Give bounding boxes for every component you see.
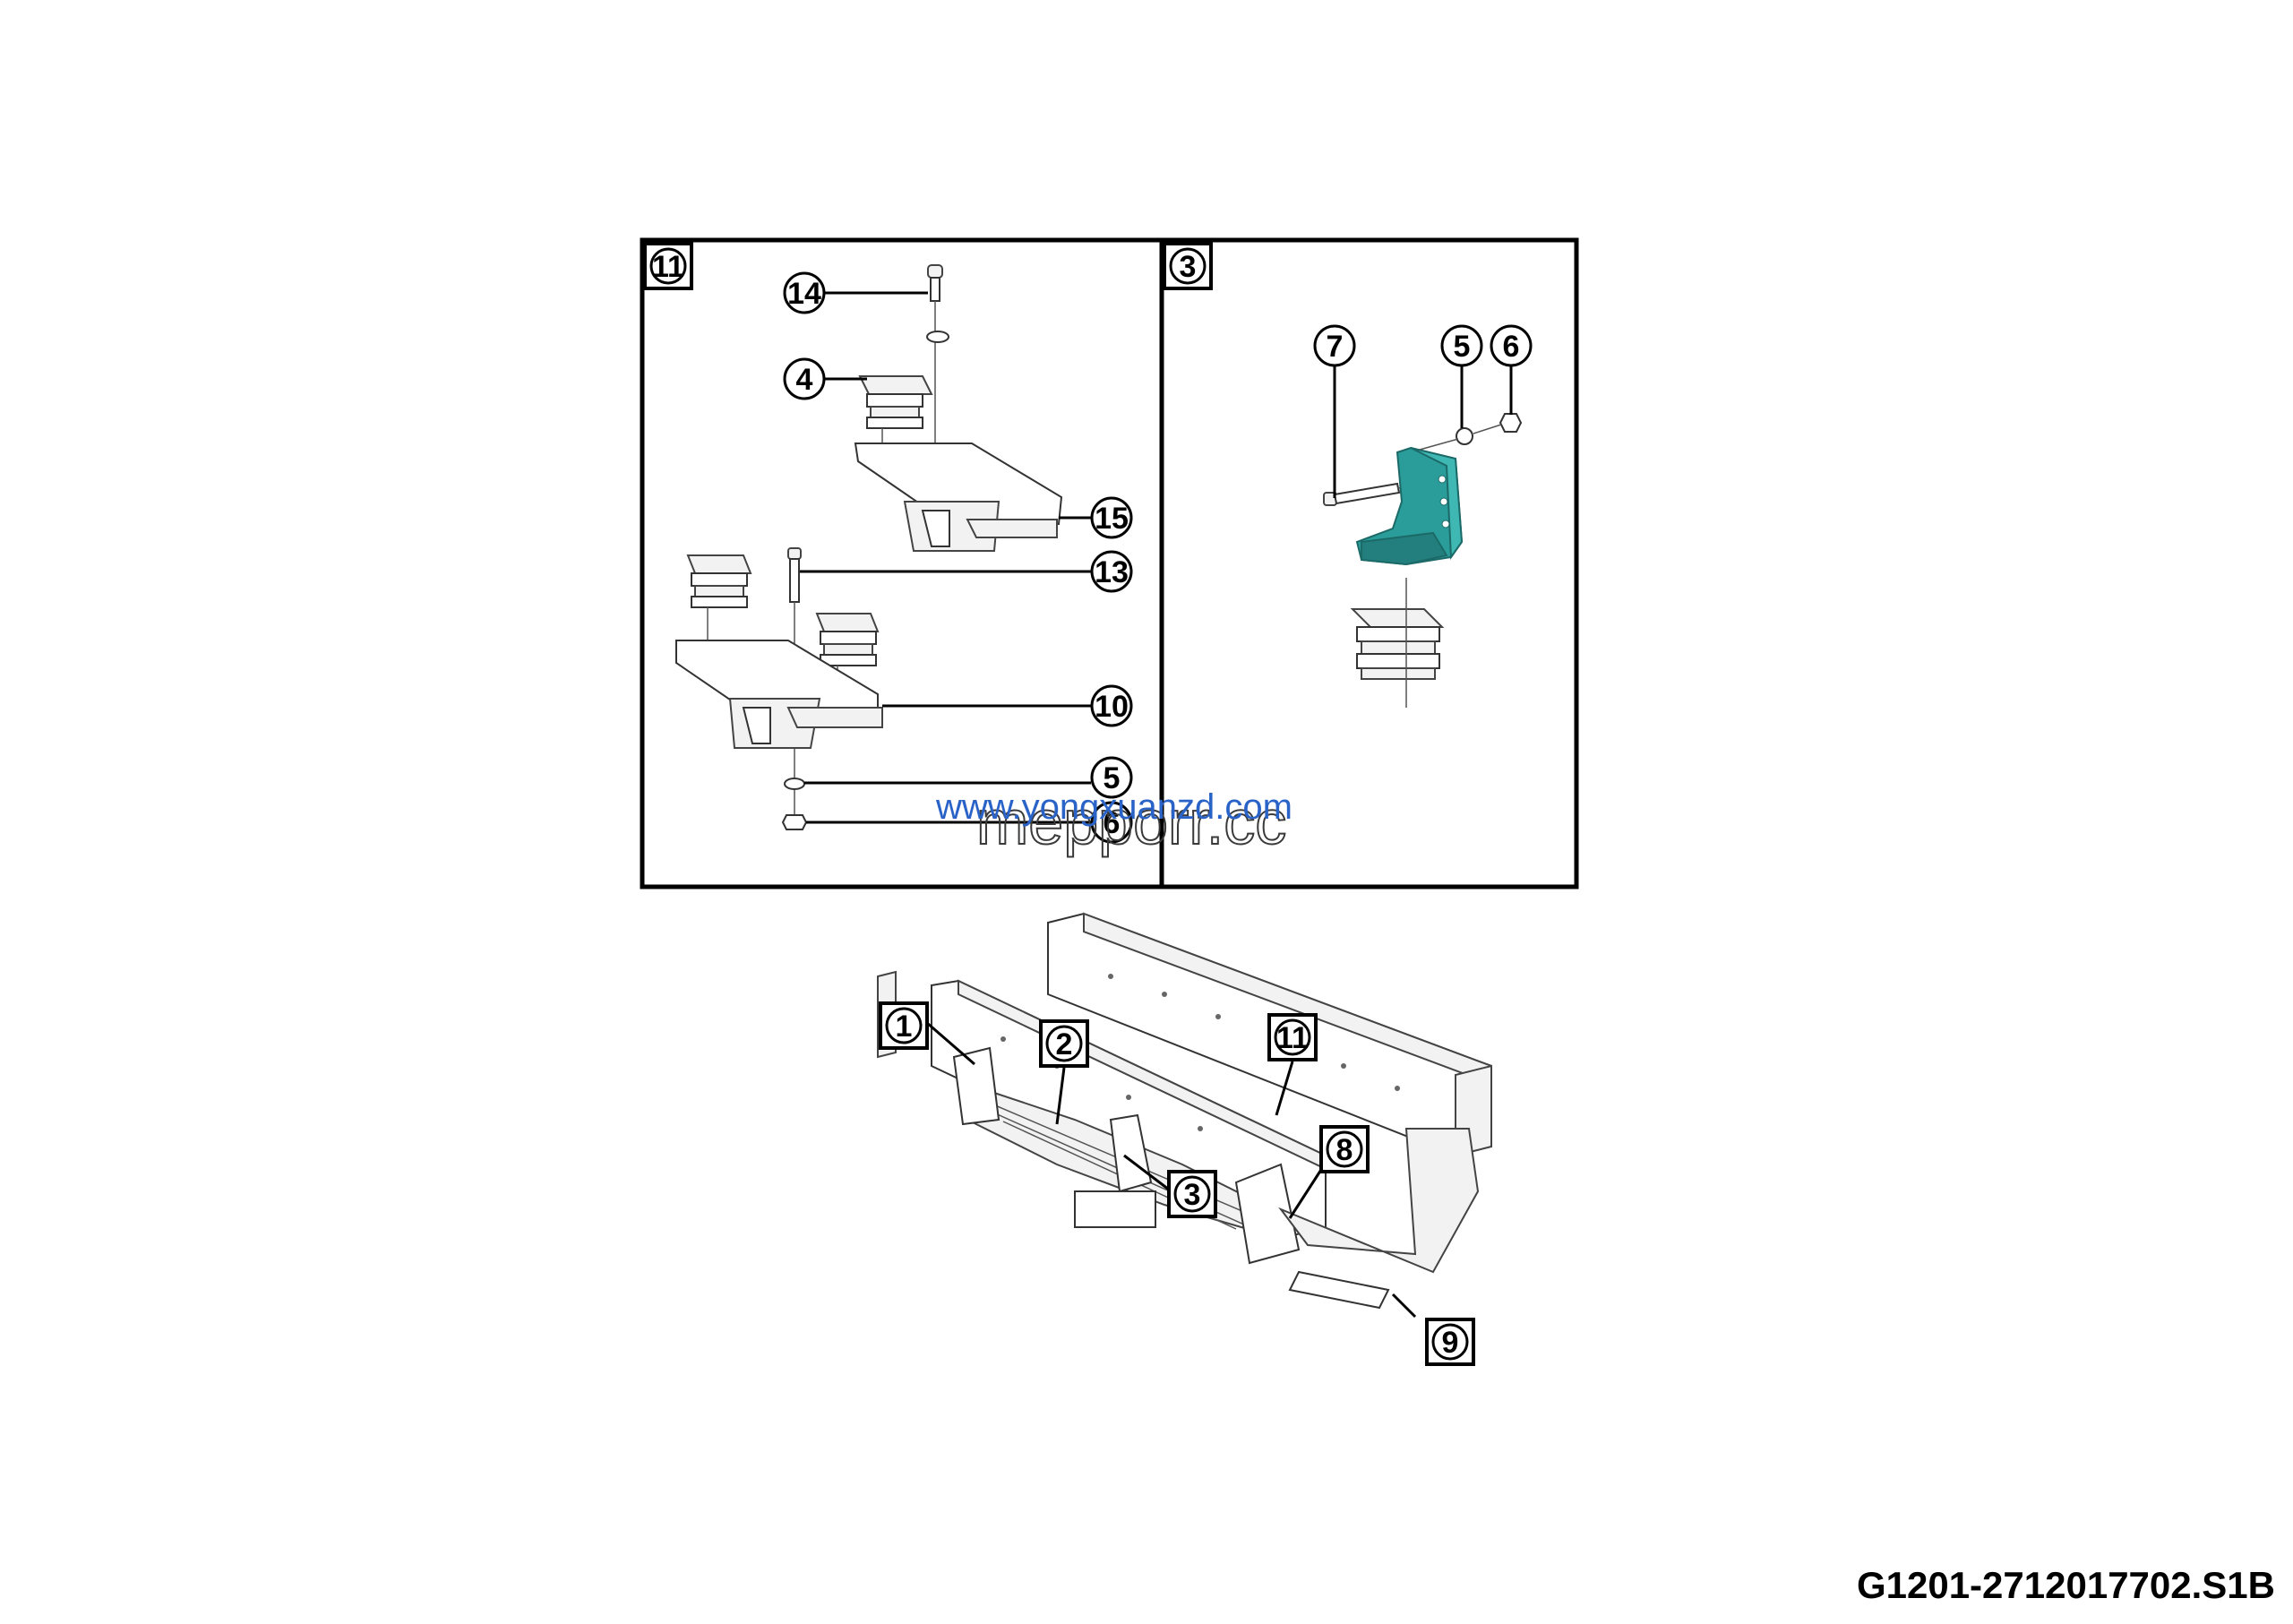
callout-14: 14	[783, 271, 826, 314]
document-code: G1201-2712017702.S1B	[1856, 1564, 2275, 1606]
callout-assembly-9: 9	[1425, 1318, 1475, 1366]
highlighted-bracket	[1355, 446, 1464, 566]
svg-text:7: 7	[1327, 330, 1344, 364]
svg-text:11: 11	[652, 250, 684, 284]
svg-text:3: 3	[1180, 250, 1197, 284]
svg-text:6: 6	[1503, 330, 1520, 364]
svg-text:13: 13	[1095, 555, 1129, 589]
svg-text:10: 10	[1095, 690, 1129, 724]
callout-assembly-1: 1	[879, 1001, 929, 1050]
callout-10: 10	[1090, 684, 1133, 727]
callout-5-left: 5	[1090, 756, 1133, 799]
upper-mount-bracket	[854, 443, 1063, 552]
svg-text:5: 5	[1454, 330, 1471, 364]
callout-assembly-2: 2	[1039, 1019, 1089, 1068]
callout-15: 15	[1090, 496, 1133, 539]
callout-5-right: 5	[1440, 324, 1483, 367]
panel-right-badge: 3	[1163, 242, 1213, 290]
right-panel-leaders	[1333, 365, 1513, 498]
callout-6-right: 6	[1490, 324, 1533, 367]
callout-4: 4	[783, 357, 826, 400]
callout-assembly-8: 8	[1319, 1125, 1370, 1173]
callout-assembly-11: 11	[1267, 1013, 1318, 1061]
svg-text:11: 11	[1276, 1021, 1309, 1055]
lower-rubber-block-right	[815, 613, 880, 699]
watermark-yongxuanzd: www.yongxuanzd.com	[935, 787, 1292, 827]
svg-text:2: 2	[1056, 1027, 1073, 1061]
svg-text:8: 8	[1336, 1133, 1353, 1167]
lower-washer	[784, 778, 805, 790]
lower-rubber-block-left	[686, 554, 752, 649]
callout-6-left: 6	[1090, 801, 1133, 844]
svg-text:9: 9	[1442, 1326, 1459, 1360]
callout-7: 7	[1313, 324, 1356, 367]
svg-text:6: 6	[1104, 806, 1121, 840]
right-rubber-block	[1350, 578, 1445, 708]
panel-left-badge: 11	[643, 242, 693, 290]
frame-assembly	[877, 912, 1492, 1310]
right-washer-nut	[1419, 413, 1523, 451]
svg-text:1: 1	[896, 1010, 913, 1044]
callout-assembly-3: 3	[1167, 1170, 1217, 1218]
panel-right-frame	[1159, 237, 1579, 889]
watermark-mepporr: mepporr.cc	[976, 787, 1286, 857]
svg-text:15: 15	[1095, 502, 1129, 536]
svg-text:4: 4	[796, 363, 813, 397]
lower-mount-bracket	[675, 640, 883, 749]
svg-text:3: 3	[1184, 1178, 1201, 1212]
lower-nut	[781, 814, 808, 830]
svg-text:5: 5	[1104, 761, 1121, 795]
left-panel-leaders	[800, 291, 1091, 824]
callout-13: 13	[1090, 550, 1133, 593]
upper-rubber-block	[858, 375, 933, 466]
svg-text:14: 14	[787, 277, 821, 311]
